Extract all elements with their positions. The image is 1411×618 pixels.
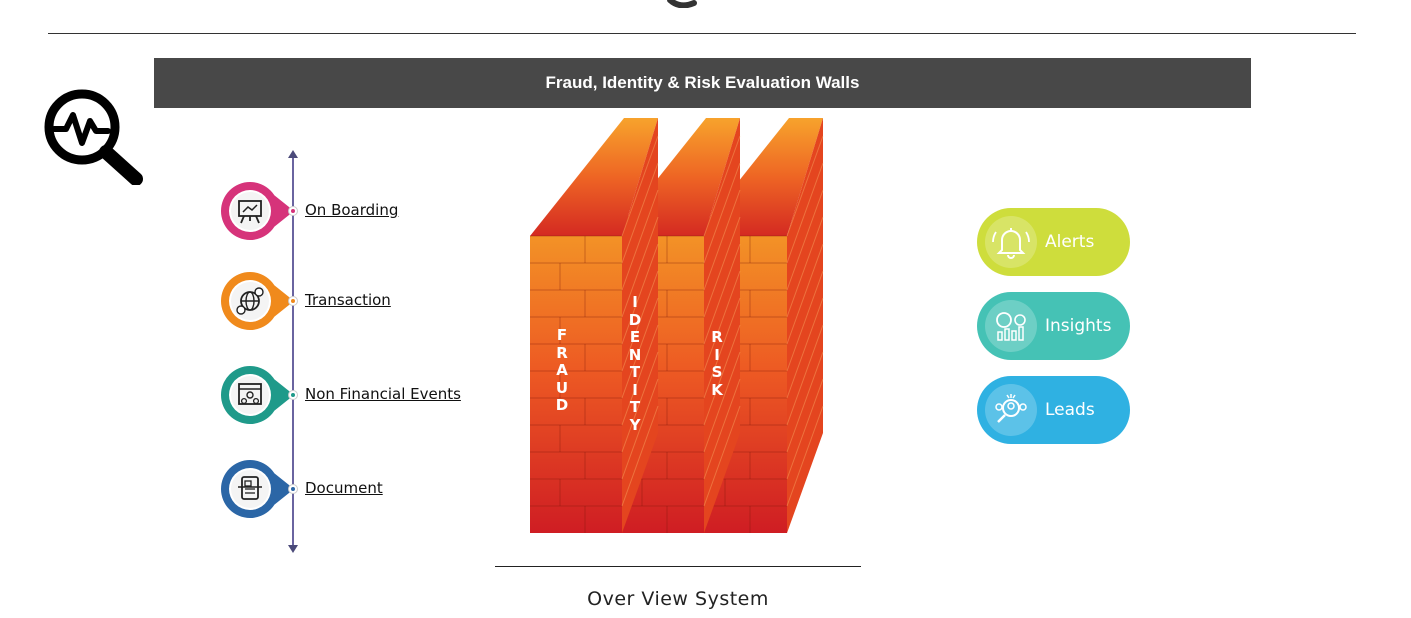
stage-pin-4	[219, 458, 294, 520]
brick-line	[703, 216, 741, 318]
brick-line	[786, 351, 824, 453]
brick-line	[703, 324, 741, 426]
wall-letter: A	[556, 361, 568, 379]
wall-side-2	[704, 118, 740, 533]
brick-line	[786, 243, 824, 345]
timeline-node	[288, 296, 298, 306]
wall-letter: R	[711, 328, 723, 346]
brick-line	[621, 270, 659, 372]
caption-divider	[495, 566, 861, 567]
security-walls	[530, 118, 824, 533]
brick-line	[786, 324, 824, 426]
people-search-icon	[983, 382, 1039, 438]
pill-label: Leads	[1045, 400, 1095, 420]
brick-line	[703, 297, 741, 399]
brick-line	[703, 378, 741, 480]
brick-line	[621, 189, 659, 291]
stage-pin-3	[219, 364, 294, 426]
leads-pill[interactable]: Leads	[977, 376, 1130, 444]
brick-line	[621, 243, 659, 345]
wall-letter: I	[632, 293, 638, 311]
wall-letter: T	[629, 398, 641, 416]
title-banner: Fraud, Identity & Risk Evaluation Walls	[154, 58, 1251, 108]
wall-letter: D	[555, 396, 569, 414]
brick-line	[786, 189, 824, 291]
brick-line	[621, 378, 659, 480]
wall-letter: F	[556, 326, 568, 344]
brick-line	[786, 135, 824, 237]
presentation-board-icon	[221, 182, 294, 240]
brick-line	[703, 135, 741, 237]
bell-icon	[983, 214, 1039, 270]
brick-line	[703, 162, 741, 264]
brick-line	[703, 189, 741, 291]
wall-letter: U	[555, 378, 569, 397]
alerts-pill[interactable]: Alerts	[977, 208, 1130, 276]
brick-line	[621, 351, 659, 453]
brick-line	[786, 162, 824, 264]
wall-letter: K	[711, 380, 723, 399]
brick-line	[621, 135, 659, 237]
top-cropped-mark	[667, 0, 697, 8]
wall-side-3	[787, 118, 823, 533]
wall-letter: Y	[629, 415, 641, 434]
pill-label: Insights	[1045, 316, 1112, 336]
insights-pill[interactable]: Insights	[977, 292, 1130, 360]
stage-pin-2	[219, 270, 294, 332]
stage-link[interactable]: Document	[305, 479, 383, 497]
wall-letter: I	[714, 345, 720, 364]
timeline-axis	[292, 153, 294, 549]
brick-line	[621, 162, 659, 264]
brick-line	[621, 405, 659, 507]
brick-line	[786, 378, 824, 480]
brick-line	[786, 297, 824, 399]
brick-line	[786, 216, 824, 318]
brick-line	[703, 270, 741, 372]
wall-letter: N	[628, 345, 642, 364]
wall-letter: S	[711, 363, 723, 381]
wall-letter: E	[629, 328, 641, 346]
timeline-node	[288, 390, 298, 400]
diagram-caption: Over View System	[587, 588, 769, 610]
analytics-icon	[983, 298, 1039, 354]
wall-top-1	[530, 118, 658, 236]
brick-line	[786, 405, 824, 507]
timeline-node	[288, 484, 298, 494]
wall-letter: D	[628, 310, 642, 329]
stage-link[interactable]: On Boarding	[305, 201, 399, 219]
search-activity-icon	[44, 89, 143, 185]
brick-line	[703, 243, 741, 345]
stage-link[interactable]: Non Financial Events	[305, 385, 461, 403]
wall-letter: T	[629, 363, 641, 381]
pill-label: Alerts	[1045, 232, 1095, 252]
brick-line	[621, 297, 659, 399]
banner-title: Fraud, Identity & Risk Evaluation Walls	[545, 73, 860, 92]
wall-side-1	[622, 118, 658, 533]
wall-letter: I	[632, 380, 638, 399]
timeline-arrow-up	[288, 150, 298, 158]
brick-line	[786, 270, 824, 372]
brick-line	[703, 351, 741, 453]
stage-link[interactable]: Transaction	[305, 291, 391, 309]
stage-pin-1	[219, 180, 294, 242]
brick-line	[703, 405, 741, 507]
document-scan-icon	[221, 460, 294, 518]
timeline-node	[288, 206, 298, 216]
brick-line	[621, 216, 659, 318]
wall-letter: R	[556, 343, 568, 362]
brick-line	[621, 324, 659, 426]
timeline-arrow-down	[288, 545, 298, 553]
globe-exchange-icon	[221, 272, 294, 330]
top-divider	[48, 33, 1356, 34]
calendar-meeting-icon	[221, 366, 294, 424]
wall-front-1	[530, 236, 622, 533]
